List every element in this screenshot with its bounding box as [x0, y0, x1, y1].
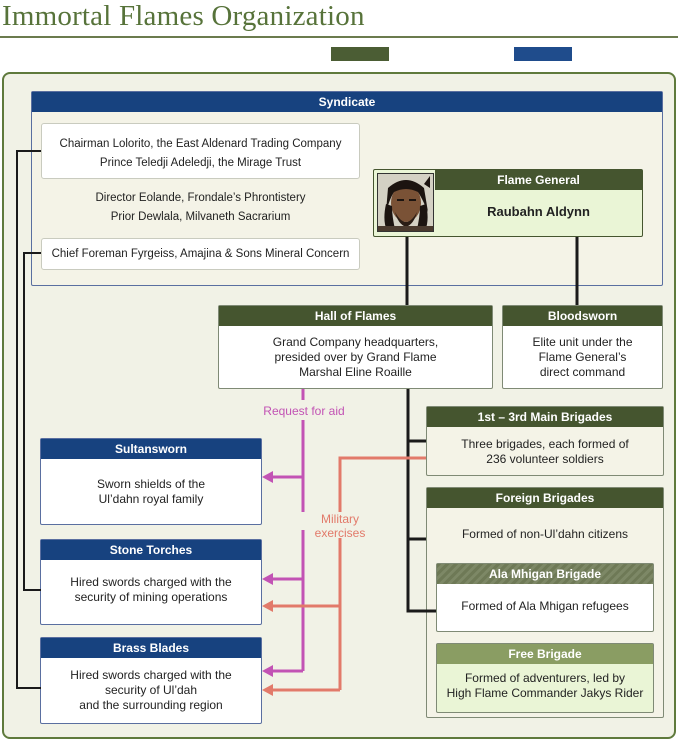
sultansworn-header: Sultansworn	[41, 439, 261, 459]
brass-blades-text-line: and the surrounding region	[79, 698, 223, 712]
bloodsworn-text-line: Elite unit under the	[532, 335, 633, 349]
syndicate-member-lolorito: Chairman Lolorito, the East Aldenard Tra…	[59, 138, 342, 150]
syndicate-member-dewlala: Prior Dewlala, Milvaneth Sacrarium	[110, 211, 291, 223]
syndicate-to-brass-blades-line	[16, 150, 41, 689]
syndicate-member-group-1: Chairman Lolorito, the East Aldenard Tra…	[41, 123, 360, 179]
brass-blades-header: Brass Blades	[41, 638, 261, 658]
brass-blades-box: Brass Blades Hired swords charged with t…	[40, 637, 262, 724]
hall-of-flames-text-line: presided over by Grand Flame	[274, 350, 437, 364]
syndicate-member-group-3: Chief Foreman Fyrgeiss, Amajina & Sons M…	[41, 238, 360, 270]
arrowhead	[262, 600, 273, 612]
brass-blades-text-line: Hired swords charged with the	[70, 668, 232, 682]
stone-torches-header: Stone Torches	[41, 540, 261, 560]
free-brigade-box: Free Brigade Formed of adventurers, led …	[436, 643, 654, 713]
ala-mhigan-brigade-header: Ala Mhigan Brigade	[437, 564, 653, 584]
arrowhead	[262, 665, 273, 677]
foreign-brigades-text: Formed of non-Ul’dahn citizens	[461, 527, 629, 541]
main-brigades-text-line: 236 volunteer soldiers	[486, 452, 604, 466]
request-for-aid-label: Request for aid	[263, 404, 345, 418]
arrowhead	[262, 471, 273, 483]
main-brigades-header: 1st – 3rd Main Brigades	[427, 407, 663, 427]
main-brigades-box: 1st – 3rd Main Brigades Three brigades, …	[426, 406, 664, 476]
foreign-brigades-header: Foreign Brigades	[427, 488, 663, 508]
flame-general-name: Raubahn Aldynn	[487, 204, 590, 219]
hall-to-brigades-trunk	[406, 389, 436, 613]
legend-blue-swatch	[514, 47, 572, 61]
page-title: Immortal Flames Organization	[2, 0, 365, 32]
free-brigade-text-line: Formed of adventurers, led by	[464, 671, 626, 685]
military-exercises-line	[338, 456, 426, 690]
hall-of-flames-box: Hall of Flames Grand Company headquarter…	[218, 305, 493, 389]
arrowhead	[262, 573, 273, 585]
brass-blades-text-line: security of Ul’dah	[104, 683, 198, 697]
hall-of-flames-text-line: Grand Company headquarters,	[272, 335, 439, 349]
syndicate-header: Syndicate	[32, 92, 662, 112]
ala-mhigan-brigade-text: Formed of Ala Mhigan refugees	[461, 599, 629, 613]
syndicate-member-group-2: Director Eolande, Frondale’s Phrontister…	[41, 189, 360, 227]
syndicate-member-teledji: Prince Teledji Adeledji, the Mirage Trus…	[99, 157, 302, 169]
stone-torches-box: Stone Torches Hired swords charged with …	[40, 539, 262, 625]
free-brigade-text-line: High Flame Commander Jakys Rider	[446, 686, 644, 700]
title-rule	[0, 36, 678, 38]
bloodsworn-text-line: direct command	[539, 365, 626, 379]
military-exercises-label: Military exercises	[300, 512, 380, 540]
bloodsworn-text-line: Flame General’s	[538, 350, 627, 364]
free-brigade-header: Free Brigade	[437, 644, 653, 664]
sultansworn-text-line: Ul’dahn royal family	[98, 492, 204, 506]
stone-torches-text-line: Hired swords charged with the	[70, 575, 232, 589]
arrowhead	[262, 684, 273, 696]
military-exercises-label-line: Military	[321, 512, 359, 526]
stone-torches-text-line: security of mining operations	[74, 590, 228, 604]
syndicate-to-stone-torches-line	[23, 252, 41, 591]
hall-of-flames-text-line: Marshal Eline Roaille	[299, 365, 412, 379]
bloodsworn-box: Bloodsworn Elite unit under the Flame Ge…	[502, 305, 663, 389]
syndicate-member-eolande: Director Eolande, Frondale’s Phrontister…	[95, 192, 306, 204]
sultansworn-box: Sultansworn Sworn shields of the Ul’dahn…	[40, 438, 262, 525]
ala-mhigan-brigade-box: Ala Mhigan Brigade Formed of Ala Mhigan …	[436, 563, 654, 632]
bloodsworn-header: Bloodsworn	[503, 306, 662, 326]
military-exercises-label-line: exercises	[314, 526, 366, 540]
syndicate-member-fyrgeiss: Chief Foreman Fyrgeiss, Amajina & Sons M…	[51, 248, 350, 260]
legend-green-swatch	[331, 47, 389, 61]
main-brigades-text-line: Three brigades, each formed of	[461, 437, 629, 451]
portrait-icon	[377, 173, 434, 232]
hall-of-flames-header: Hall of Flames	[219, 306, 492, 326]
flame-general-header: Flame General	[435, 170, 642, 190]
sultansworn-text-line: Sworn shields of the	[96, 477, 206, 491]
